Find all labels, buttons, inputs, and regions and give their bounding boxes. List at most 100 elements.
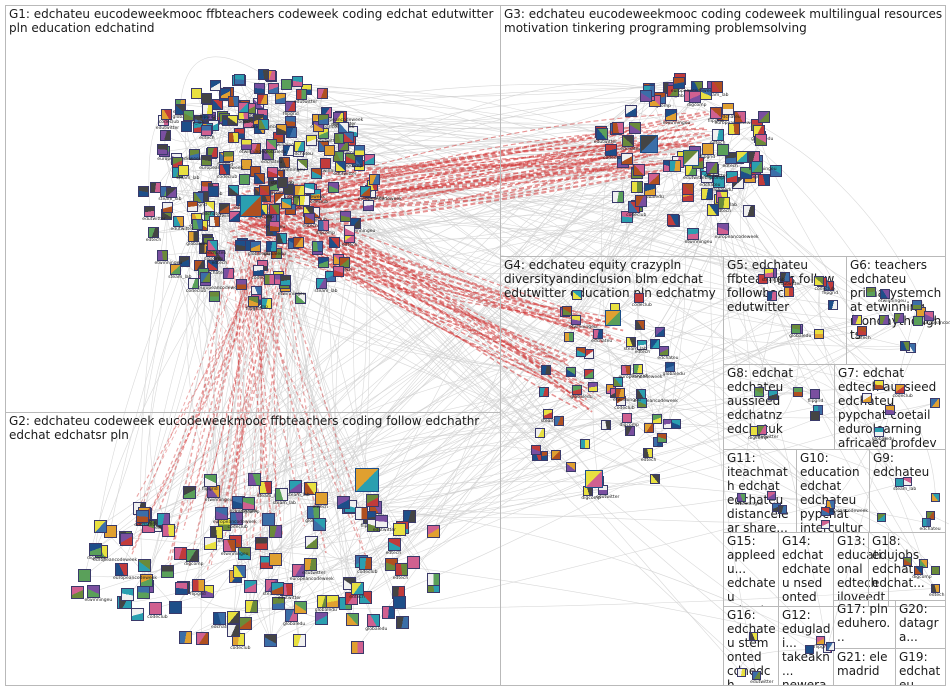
network-node: [226, 623, 240, 637]
network-node: [873, 427, 884, 438]
network-node: [238, 101, 250, 113]
group-box-g15: G15: appleedu... edchateu edtech ipad...: [723, 532, 779, 607]
node-label: codeclub: [185, 288, 207, 294]
network-node: [318, 127, 329, 139]
network-node: [351, 581, 365, 595]
network-node: [758, 274, 769, 285]
network-node: [884, 405, 895, 416]
node-label: steam_lab: [314, 288, 338, 294]
edge-red: [264, 204, 601, 339]
network-node: [643, 184, 656, 196]
node-label: edutwitter: [777, 281, 802, 287]
network-node: [254, 536, 268, 550]
network-node: [174, 546, 187, 560]
network-node: [264, 634, 278, 648]
edge-red: [217, 244, 288, 500]
edge-light: [213, 491, 826, 525]
node-label: digcomp: [342, 163, 363, 169]
network-node: [612, 190, 625, 203]
node-label: edtech: [336, 268, 352, 274]
edge-light: [146, 216, 346, 587]
node-label: edchateu: [363, 196, 385, 201]
node-label: etwinningeu: [347, 229, 376, 235]
network-node: [538, 387, 549, 398]
edge-light: [819, 333, 936, 498]
network-node: [279, 274, 291, 286]
network-node: [857, 326, 868, 337]
network-node: [188, 231, 200, 242]
edge-light: [323, 209, 714, 240]
edge-red: [259, 260, 263, 570]
network-node: [285, 101, 296, 112]
network-node: [337, 121, 349, 133]
network-node: [304, 213, 316, 225]
node-label: europeancodeweek: [319, 117, 364, 123]
network-node: [632, 163, 645, 176]
edge-light: [761, 328, 800, 431]
edge-red: [182, 251, 260, 530]
edge-light: [163, 298, 639, 520]
edge-light: [234, 191, 366, 542]
node-label: etwinningeu: [239, 150, 267, 156]
node-label: steam_lab: [181, 121, 205, 127]
node-label: digcomp: [748, 435, 768, 441]
network-node: [550, 450, 561, 461]
network-node: [317, 220, 329, 232]
edge-light: [274, 279, 289, 532]
network-node: [930, 397, 940, 408]
edge-light: [185, 430, 756, 638]
network-node: [344, 152, 356, 164]
network-node: [748, 631, 758, 641]
network-node: [226, 610, 240, 624]
network-node: [654, 326, 665, 337]
node-label: edchateu: [620, 147, 642, 153]
network-node: [716, 144, 729, 157]
network-node: [268, 524, 282, 538]
edge-light: [184, 260, 434, 580]
group-label-g1: G1: edchateu eucodeweekmooc ffbteachers …: [9, 7, 494, 35]
group-box-g2: G2: edchateu codeweek eucodeweekmooc ffb…: [5, 412, 501, 686]
node-label: flipgrid: [699, 154, 716, 160]
network-node: [359, 186, 371, 198]
network-node: [233, 564, 247, 578]
edge-light: [180, 104, 810, 650]
network-node: [649, 474, 660, 485]
network-node: [566, 366, 576, 377]
edge-red: [243, 220, 624, 332]
network-node: [743, 204, 756, 217]
edge-light: [180, 104, 375, 621]
node-label: etwinningeu: [735, 501, 763, 507]
edge-light: [185, 312, 922, 638]
edge-light: [166, 214, 239, 503]
hub-node: [605, 310, 621, 326]
network-node: [245, 600, 259, 614]
edge-light: [364, 550, 393, 598]
node-label: flipgrid: [707, 119, 724, 125]
node-label: edutwitter: [755, 435, 779, 441]
node-label: europeancodeweek: [310, 124, 355, 130]
edge-light: [162, 149, 256, 480]
node-label: etwinningeu: [277, 168, 306, 173]
network-node: [427, 524, 440, 538]
edge-light: [166, 114, 194, 208]
network-node: [261, 297, 273, 309]
node-label: steam_lab: [257, 493, 281, 499]
network-node: [931, 492, 940, 502]
node-label: edchateu: [201, 211, 223, 217]
node-label: codeclub: [235, 120, 257, 126]
network-node: [235, 240, 247, 252]
network-node: [865, 287, 876, 297]
network-node: [317, 256, 329, 268]
edge-light: [197, 153, 268, 225]
node-label: digcomp: [315, 231, 336, 237]
node-label: edutwitter: [293, 99, 318, 105]
edge-red: [167, 266, 251, 562]
network-node: [706, 162, 719, 175]
network-node: [636, 339, 647, 350]
network-node: [667, 214, 680, 227]
edge-light: [687, 195, 927, 523]
group-label-g17: G17: pln eduhero...: [837, 602, 891, 644]
edge-light: [826, 304, 918, 649]
network-node: [566, 461, 577, 472]
node-label: edchateu: [291, 152, 313, 158]
